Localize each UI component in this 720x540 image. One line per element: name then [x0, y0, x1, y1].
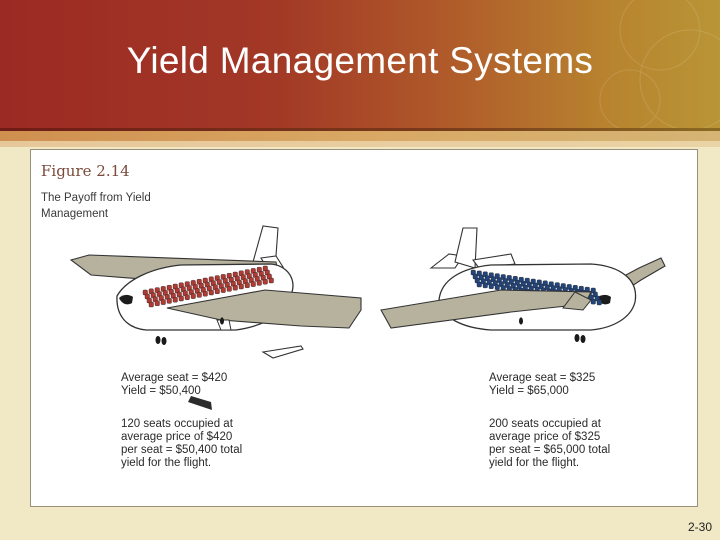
seat — [184, 294, 190, 301]
seat — [226, 286, 232, 292]
seat — [244, 282, 250, 289]
figure-number: Figure 2.14 — [41, 162, 130, 180]
left-description-line-2: average price of $420 — [121, 431, 233, 443]
airplane-left — [69, 225, 362, 410]
right-description-line-1: 200 seats occupied at — [489, 418, 601, 430]
right-description-line-4: yield for the flight. — [489, 457, 580, 469]
seat — [256, 280, 262, 286]
left-description-line-3: per seat = $50,400 total — [121, 444, 243, 456]
seat — [202, 290, 208, 297]
seat — [232, 284, 238, 291]
seat — [214, 288, 220, 295]
left-yield: Yield = $50,400 — [121, 385, 201, 397]
figure-illustration — [69, 225, 666, 410]
watermark-pattern — [599, 0, 720, 128]
seat — [596, 299, 602, 306]
seat — [208, 289, 214, 296]
right-description-line-3: per seat = $65,000 total — [489, 444, 611, 456]
right-yield: Yield = $65,000 — [489, 385, 569, 397]
banner-divider — [0, 128, 720, 131]
seats-left — [142, 265, 274, 308]
page-number: 2-30 — [687, 520, 712, 534]
banner-divider-band — [0, 131, 720, 141]
seat — [166, 298, 172, 304]
seat — [190, 293, 196, 299]
seat — [250, 281, 256, 287]
seat — [178, 295, 184, 302]
seat — [220, 287, 226, 293]
seat — [154, 300, 160, 307]
seat — [196, 292, 202, 298]
banner-divider-band-light — [0, 141, 720, 147]
seat — [238, 283, 244, 290]
right-average-seat: Average seat = $325 — [489, 372, 596, 384]
slide-title: Yield Management Systems — [126, 40, 594, 81]
seat — [476, 281, 482, 288]
figure-panel: Figure 2.14 The Payoff from Yield Manage… — [30, 149, 698, 507]
seat — [482, 282, 488, 289]
airplane-right — [380, 227, 666, 343]
figure-caption: The Payoff from Yield Management — [41, 192, 151, 220]
seat — [160, 299, 166, 305]
seat — [488, 283, 494, 290]
seat — [148, 301, 154, 308]
left-description-line-4: yield for the flight. — [121, 457, 212, 469]
right-description-line-2: average price of $325 — [489, 431, 601, 443]
seat — [262, 278, 268, 285]
title-banner — [0, 0, 720, 128]
seat — [590, 298, 596, 305]
left-average-seat: Average seat = $420 — [121, 372, 228, 384]
seat — [494, 284, 500, 290]
seat — [268, 277, 274, 284]
left-description-line-1: 120 seats occupied at — [121, 418, 233, 430]
seat — [172, 296, 178, 303]
